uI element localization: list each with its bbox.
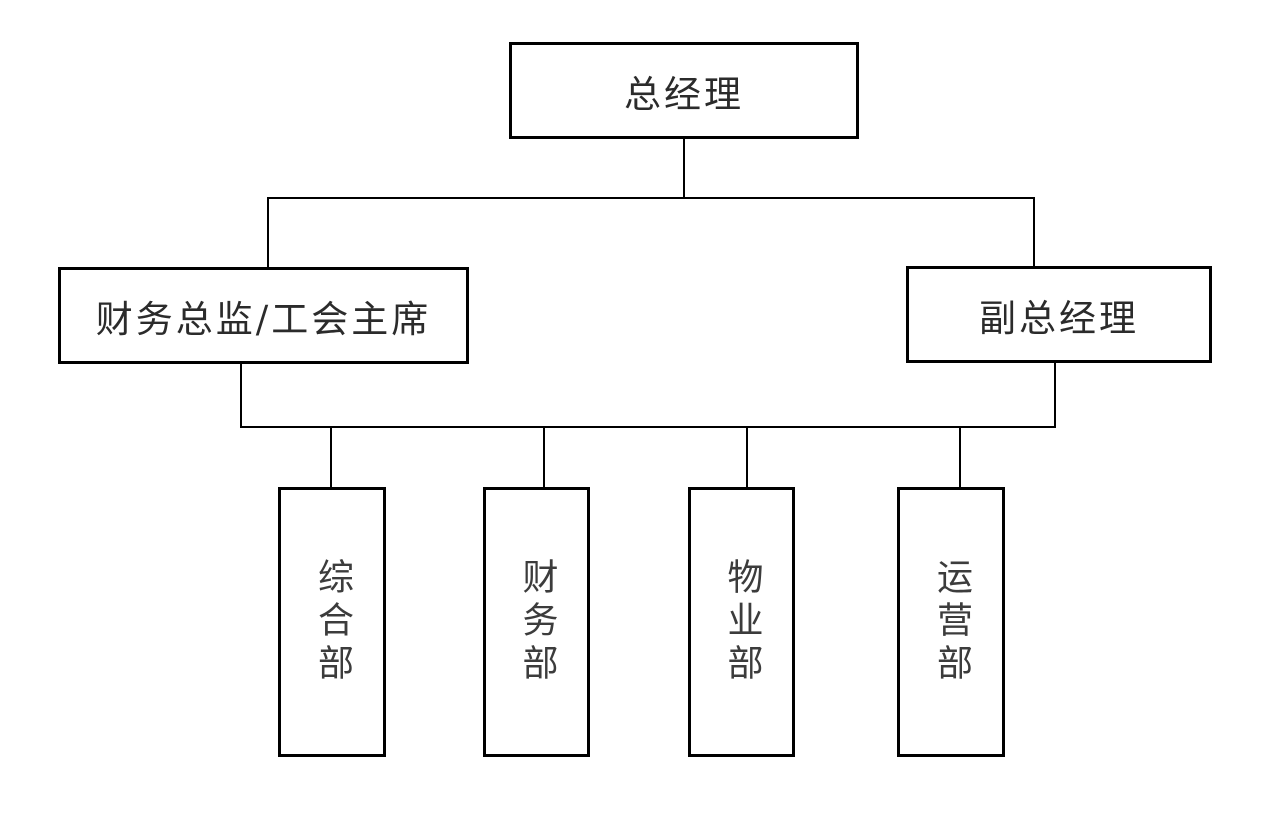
connector-level2-bus	[267, 197, 1035, 199]
node-deputy-general-manager: 副总经理	[906, 266, 1212, 363]
node-finance-director-union-chairman: 财务总监/工会主席	[58, 267, 469, 364]
connector-dept2-drop	[543, 426, 545, 487]
node-property-dept: 物业部	[688, 487, 795, 757]
connector-deputy-gm-drop	[1054, 362, 1056, 426]
node-finance-dept-label: 财务部	[516, 557, 558, 687]
node-general-manager-label: 总经理	[624, 72, 744, 116]
node-general-affairs-dept: 综合部	[278, 487, 386, 757]
connector-departments-bus	[240, 426, 1056, 428]
node-property-dept-label: 物业部	[721, 557, 763, 687]
connector-left-riser	[267, 197, 269, 267]
node-deputy-general-manager-label: 副总经理	[979, 296, 1139, 340]
connector-dept3-drop	[746, 426, 748, 487]
node-operations-dept-label: 运营部	[931, 557, 972, 687]
node-finance-dept: 财务部	[483, 487, 590, 757]
node-operations-dept: 运营部	[897, 487, 1005, 757]
node-finance-director-union-chairman-label: 财务总监/工会主席	[95, 297, 432, 341]
connector-finance-director-drop	[240, 363, 242, 427]
connector-dept1-drop	[330, 426, 332, 487]
connector-dept4-drop	[959, 426, 961, 487]
node-general-manager: 总经理	[509, 42, 859, 139]
connector-right-riser	[1033, 197, 1035, 266]
node-general-affairs-dept-label: 综合部	[312, 557, 353, 687]
connector-root-stem	[683, 138, 685, 198]
